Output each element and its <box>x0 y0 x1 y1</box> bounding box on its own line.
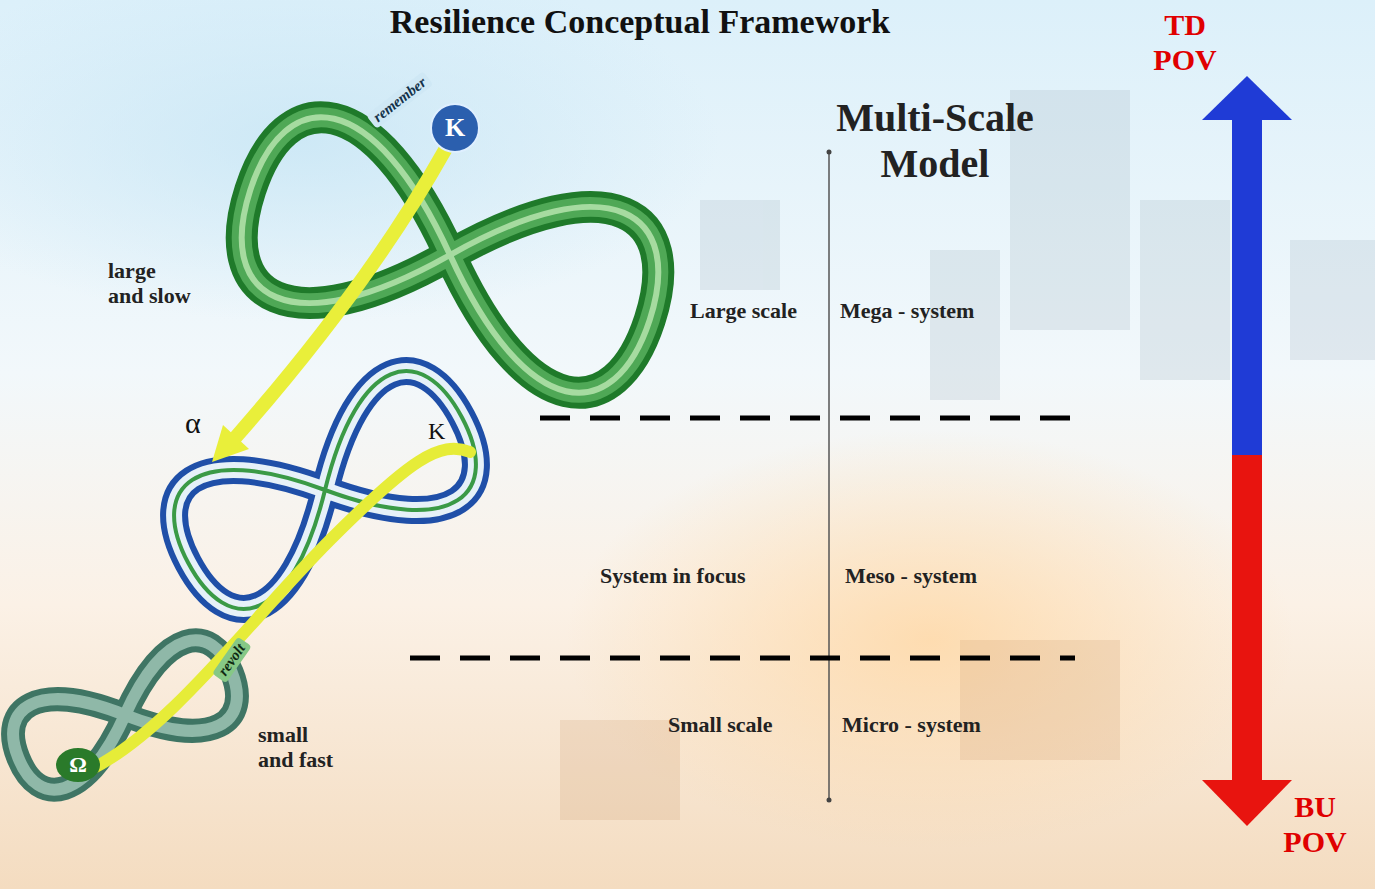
arrow-head <box>1202 780 1292 826</box>
bottom-up-bar <box>1232 455 1262 781</box>
arrow-head <box>212 425 249 462</box>
top-down-bar <box>1232 118 1262 456</box>
scale-note: large and slow <box>108 258 193 309</box>
scale-separator <box>540 416 1075 421</box>
background-reflection <box>560 640 1120 820</box>
view-label: TD POV <box>1145 8 1225 77</box>
system-label: Micro - system <box>842 712 981 737</box>
scale-note: small and fast <box>258 722 343 773</box>
phase-label: remember <box>366 71 434 129</box>
scale-label: System in focus <box>600 563 745 588</box>
revolt-arrow <box>90 449 470 770</box>
phase-symbol: α <box>185 406 201 441</box>
small-loop <box>1 630 248 800</box>
phase-symbol: K <box>445 113 465 143</box>
meso-loop <box>155 354 496 626</box>
scale-separator <box>410 656 1075 661</box>
scale-label: Small scale <box>668 712 773 737</box>
phase-label: revolt <box>212 637 252 684</box>
axis-dot <box>827 798 832 803</box>
system-label: Meso - system <box>845 563 977 588</box>
phase-symbol: Ω <box>69 752 87 777</box>
diagram-title: Resilience Conceptual Framework <box>390 2 890 41</box>
system-label: Mega - system <box>840 298 974 323</box>
arrow-head <box>1202 76 1292 120</box>
view-label: BU POV <box>1275 790 1355 859</box>
scale-label: Large scale <box>690 298 797 323</box>
background-city <box>700 90 1375 400</box>
phase-symbol: K <box>428 418 445 446</box>
model-heading: Multi-Scale Model <box>820 95 1050 187</box>
omega-blob <box>56 748 100 782</box>
scale-axis <box>828 152 830 800</box>
remember-arrow <box>235 150 445 438</box>
axis-dot <box>827 150 832 155</box>
k-circle <box>431 104 479 152</box>
